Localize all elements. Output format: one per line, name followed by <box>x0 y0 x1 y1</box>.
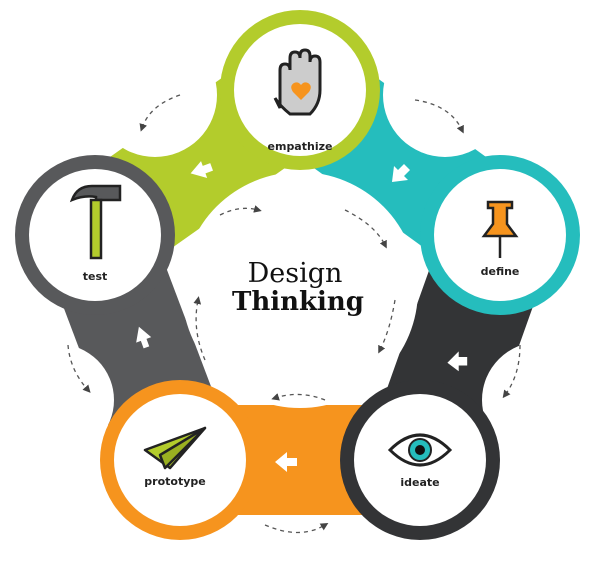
arrow-icon <box>136 326 152 349</box>
stage-ideate: ideate <box>340 380 500 540</box>
stage-label: prototype <box>144 475 205 488</box>
eye-icon <box>387 433 453 467</box>
arrow-icon <box>190 161 213 179</box>
title-line-1: Design <box>248 258 343 289</box>
stage-define: define <box>420 155 580 315</box>
center-area <box>182 172 418 408</box>
stage-label: define <box>481 265 520 278</box>
arrow-icon <box>447 351 468 372</box>
stage-prototype: prototype <box>100 380 260 540</box>
paper-plane-icon <box>143 426 207 470</box>
stage-label: empathize <box>268 140 333 153</box>
arrow-icon <box>275 452 297 472</box>
band-arrows <box>136 161 468 472</box>
pushpin-icon <box>481 200 519 258</box>
stage-label: test <box>83 270 108 283</box>
arrow-icon <box>392 164 410 182</box>
hand-heart-icon <box>273 48 322 116</box>
stage-label: ideate <box>400 476 439 489</box>
title-line-2: Thinking <box>232 287 364 317</box>
stage-test: test <box>15 155 175 315</box>
hammer-icon <box>69 184 122 260</box>
stage-empathize: empathize <box>220 10 380 170</box>
dashed-arrows <box>67 94 521 534</box>
